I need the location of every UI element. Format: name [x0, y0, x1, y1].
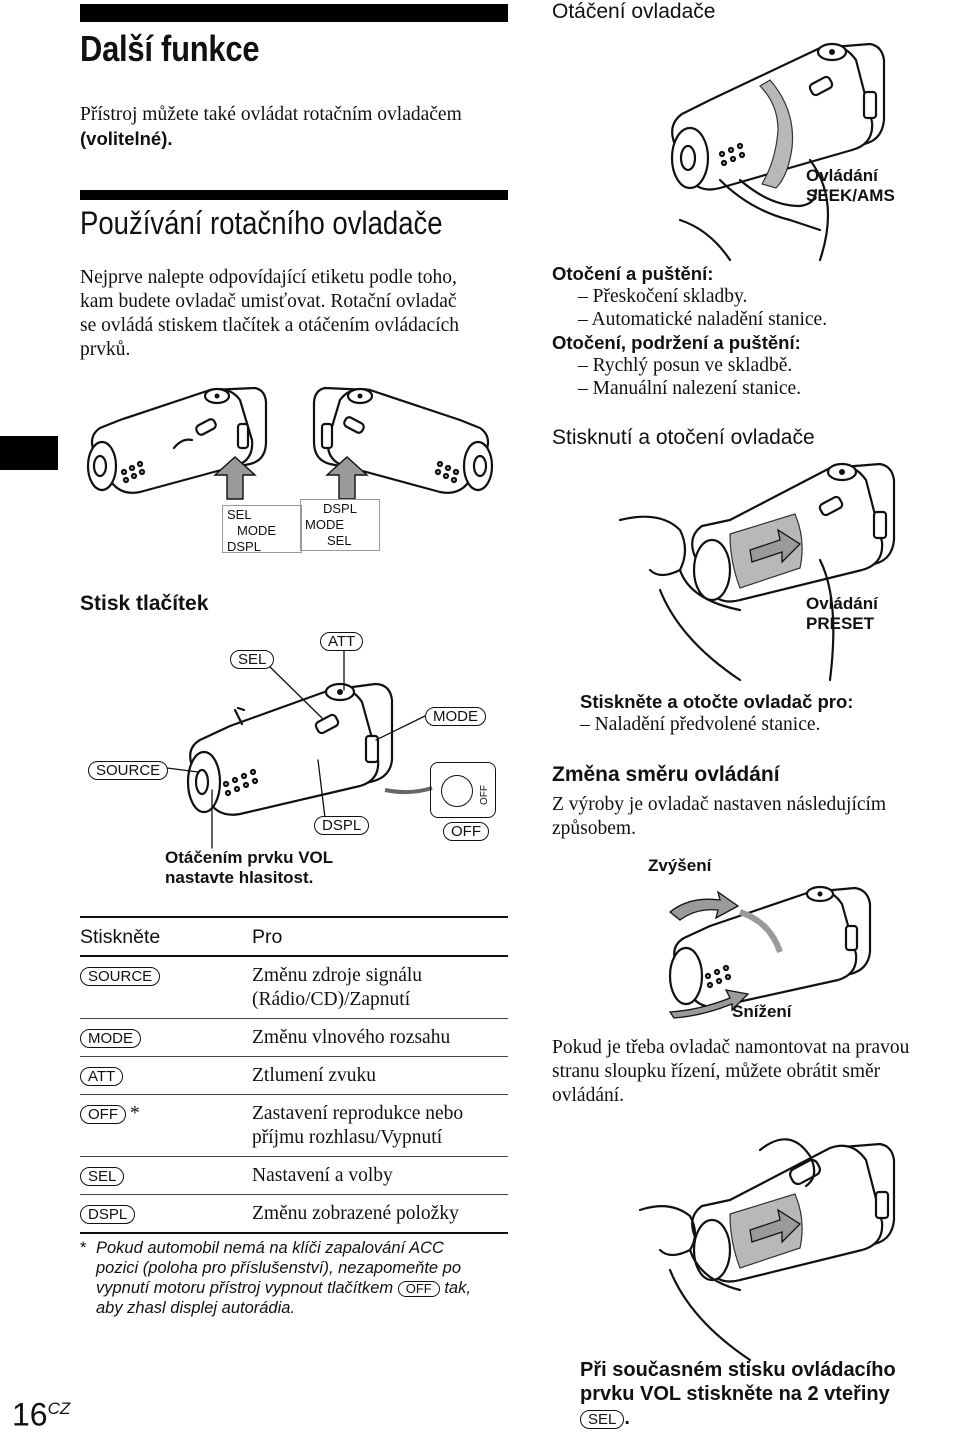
button-function-table: Stiskněte Pro SOURCE Změnu zdroje signál…: [80, 916, 508, 1234]
vol-caption-line: nastavte hlasitost.: [165, 868, 333, 888]
rotate-knob-illustration: [620, 30, 920, 260]
row-desc: příjmu rozhlasu/Vypnutí: [252, 1126, 508, 1150]
turn-hold-item: – Rychlý posun ve skladbě.: [552, 354, 952, 377]
preset-label-line: Ovládání: [806, 594, 878, 614]
footnote-text: vypnutí motoru přístroj vypnout tlačítke…: [96, 1279, 393, 1297]
btn-mode[interactable]: MODE: [425, 707, 486, 726]
btn-off[interactable]: OFF: [443, 822, 489, 841]
final-sel-key[interactable]: SEL: [580, 1410, 624, 1429]
table-row: SEL Nastavení a volby: [80, 1157, 508, 1195]
turn-release-item: – Přeskočení skladby.: [552, 285, 952, 308]
off-knob-detail: OFF: [430, 762, 496, 818]
preset-label-line: PRESET: [806, 614, 878, 634]
row-desc: Změnu vlnového rozsahu: [252, 1026, 508, 1050]
turn-hold-item: – Manuální nalezení stanice.: [552, 377, 952, 400]
col-for: Pro: [252, 918, 508, 956]
btn-att[interactable]: ATT: [320, 632, 363, 651]
keys-table: Stiskněte Pro SOURCE Změnu zdroje signál…: [80, 918, 508, 1234]
turn-release-title: Otočení a puštění:: [552, 262, 952, 285]
seek-ams-label: Ovládání SEEK/AMS: [806, 166, 895, 206]
final-line: prvku VOL stiskněte na 2 vteřiny: [580, 1382, 960, 1406]
btn-source[interactable]: SOURCE: [88, 761, 168, 780]
final-line: SEL.: [580, 1406, 960, 1430]
vol-caption-line: Otáčením prvku VOL: [165, 848, 333, 868]
direction-heading: Změna směru ovládání: [552, 763, 780, 787]
row-desc: Ztlumení zvuku: [252, 1064, 508, 1088]
footnote-off-key[interactable]: OFF: [398, 1281, 440, 1297]
reverse-body-line: stranu sloupku řízení, můžete obrátit sm…: [552, 1060, 952, 1084]
reverse-body: Pokud je třeba ovladač namontovat na pra…: [552, 1036, 952, 1108]
final-line: Při současném stisku ovládacího: [580, 1358, 960, 1382]
off-button[interactable]: OFF: [443, 822, 489, 841]
turn-release-block: Otočení a puštění: – Přeskočení skladby.…: [552, 262, 952, 400]
off-knob-circle: [441, 775, 473, 807]
btn-sel[interactable]: SEL: [230, 650, 274, 669]
seek-label-line: Ovládání: [806, 166, 895, 186]
turn-hold-title: Otočení, podržení a puštění:: [552, 331, 952, 354]
press-rotate-illustration: [620, 450, 930, 680]
key-dspl[interactable]: DSPL: [80, 1205, 135, 1224]
direction-illustration: [660, 882, 900, 1012]
row-desc: Změnu zdroje signálu: [252, 964, 508, 988]
key-source[interactable]: SOURCE: [80, 967, 160, 986]
press-rotate-item: – Naladění předvolené stanice.: [580, 713, 960, 736]
seek-label-line: SEEK/AMS: [806, 186, 895, 206]
row-desc: Zastavení reprodukce nebo: [252, 1102, 508, 1126]
footnote-line: Pokud automobil nemá na klíči zapalování…: [96, 1238, 520, 1258]
table-row: MODE Změnu vlnového rozsahu: [80, 1019, 508, 1057]
press-rotate-heading: Stisknutí a otočení ovladače: [552, 426, 815, 450]
row-desc: (Rádio/CD)/Zapnutí: [252, 988, 508, 1012]
footnote-line: aby zhasl displej autorádia.: [96, 1298, 520, 1318]
table-header-row: Stiskněte Pro: [80, 918, 508, 956]
dspl-button[interactable]: DSPL: [314, 816, 369, 835]
btn-dspl[interactable]: DSPL: [314, 816, 369, 835]
table-row: ATT Ztlumení zvuku: [80, 1057, 508, 1095]
footnote: * Pokud automobil nemá na klíči zapalová…: [80, 1238, 520, 1318]
off-knob-label: OFF: [477, 785, 493, 805]
key-mode[interactable]: MODE: [80, 1029, 141, 1048]
increase-label: Zvýšení: [648, 856, 711, 876]
page-number-value: 16: [12, 1397, 48, 1433]
reverse-body-line: ovládání.: [552, 1084, 952, 1108]
col-press: Stiskněte: [80, 918, 252, 956]
mode-button[interactable]: MODE: [425, 707, 486, 726]
final-end: .: [624, 1407, 630, 1429]
key-off[interactable]: OFF: [80, 1105, 126, 1124]
decrease-label: Snížení: [732, 1002, 792, 1022]
sel-button[interactable]: SEL: [230, 650, 274, 669]
footnote-line: pozici (poloha pro příslušenství), nezap…: [96, 1258, 520, 1278]
footnote-text: tak,: [444, 1279, 471, 1297]
att-button[interactable]: ATT: [320, 632, 363, 651]
direction-body: Z výroby je ovladač nastaven následující…: [552, 793, 952, 841]
sel-press-illustration: [640, 1130, 940, 1360]
final-instruction: Při současném stisku ovládacího prvku VO…: [580, 1358, 960, 1430]
page-number: 16CZ: [12, 1392, 70, 1432]
rotate-heading: Otáčení ovladače: [552, 0, 715, 24]
table-row: SOURCE Změnu zdroje signálu(Rádio/CD)/Za…: [80, 956, 508, 1019]
reverse-body-line: Pokud je třeba ovladač namontovat na pra…: [552, 1036, 952, 1060]
direction-body-line: způsobem.: [552, 817, 952, 841]
press-rotate-block: Stiskněte a otočte ovladač pro: – Naladě…: [580, 690, 960, 736]
vol-caption: Otáčením prvku VOL nastavte hlasitost.: [165, 848, 333, 888]
row-desc: Nastavení a volby: [252, 1164, 508, 1188]
preset-label: Ovládání PRESET: [806, 594, 878, 634]
key-star: *: [126, 1103, 140, 1124]
key-att[interactable]: ATT: [80, 1067, 123, 1086]
direction-body-line: Z výroby je ovladač nastaven následující…: [552, 793, 952, 817]
key-sel[interactable]: SEL: [80, 1167, 124, 1186]
page-number-suffix: CZ: [48, 1399, 71, 1418]
row-desc: Změnu zobrazené položky: [252, 1202, 508, 1226]
footnote-line: vypnutí motoru přístroj vypnout tlačítke…: [96, 1278, 520, 1298]
table-row: DSPL Změnu zobrazené položky: [80, 1195, 508, 1234]
press-rotate-text: Stiskněte a otočte ovladač pro:: [580, 690, 960, 713]
footnote-star: *: [80, 1238, 86, 1258]
source-button[interactable]: SOURCE: [88, 761, 168, 780]
turn-release-item: – Automatické naladění stanice.: [552, 308, 952, 331]
